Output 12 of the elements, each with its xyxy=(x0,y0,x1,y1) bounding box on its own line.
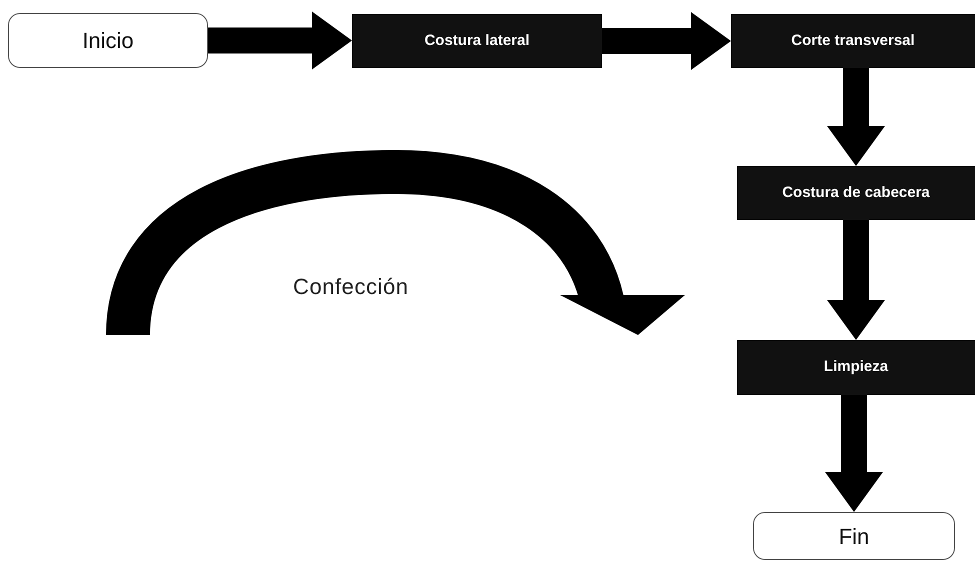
block-arrow xyxy=(827,220,885,340)
terminal-box: Fin xyxy=(753,512,955,560)
block-arrow xyxy=(825,395,883,512)
process-label: Confección xyxy=(293,273,409,301)
process-box: Costura lateral xyxy=(352,14,602,68)
terminal-box: Inicio xyxy=(8,13,208,68)
block-arrow xyxy=(827,68,885,166)
process-box: Costura de cabecera xyxy=(737,166,975,220)
process-box: Limpieza xyxy=(737,340,975,395)
process-box: Corte transversal xyxy=(731,14,975,68)
block-arrow xyxy=(602,12,731,70)
block-arrow xyxy=(208,12,352,70)
